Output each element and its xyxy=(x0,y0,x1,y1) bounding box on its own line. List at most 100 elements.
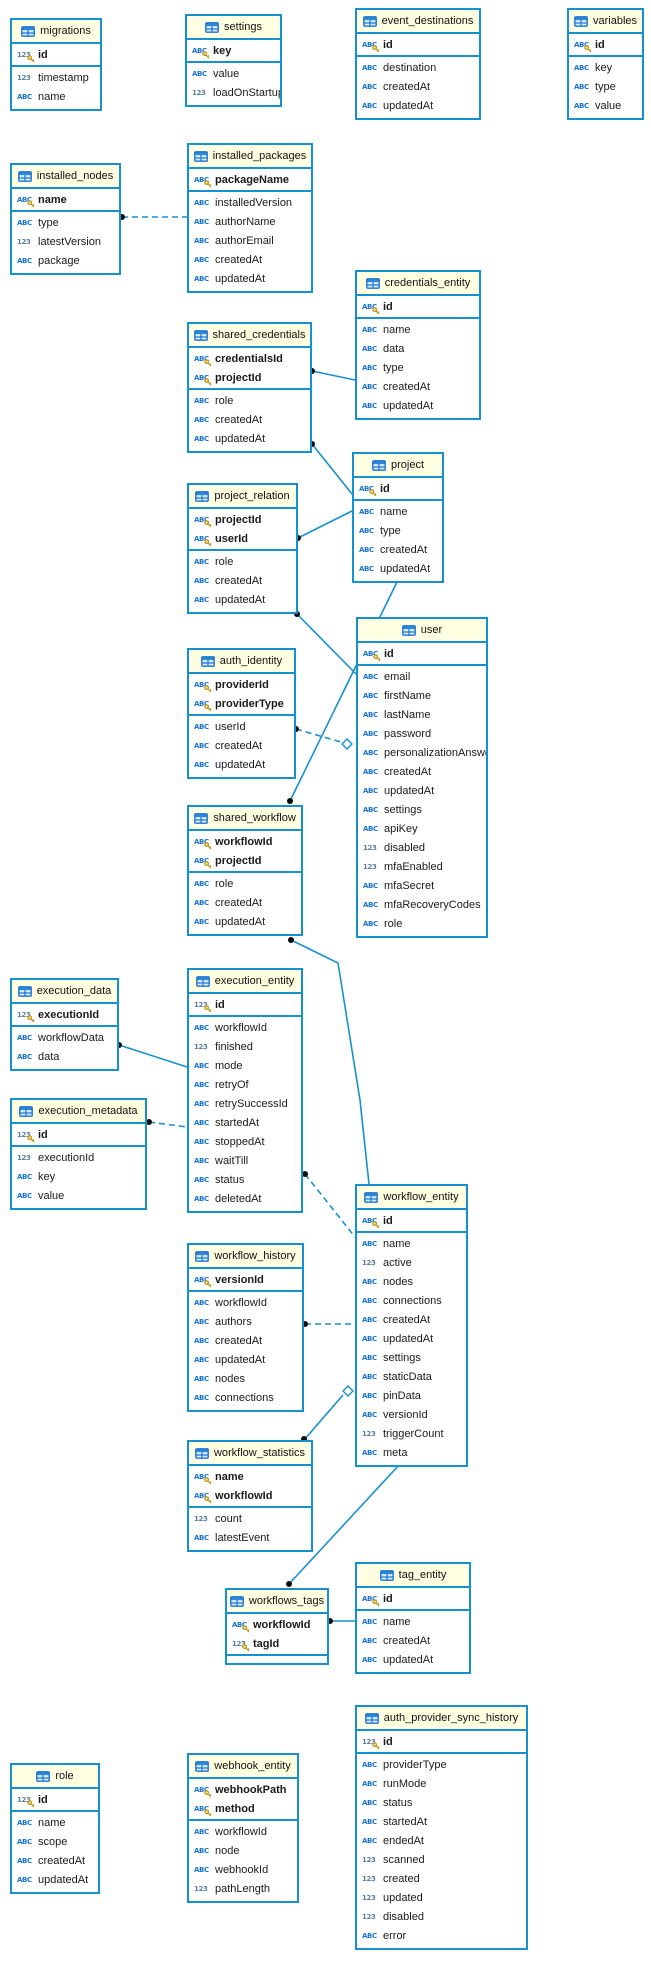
relation-wire-shared_credentials-project[interactable] xyxy=(311,443,353,495)
relation-wire-project_relation-user[interactable] xyxy=(296,613,357,675)
table-header-user[interactable]: user xyxy=(358,619,486,643)
relation-wire-execution_data-execution_entity[interactable] xyxy=(118,1044,188,1068)
relation-wire-shared_workflow-workflow_entity[interactable] xyxy=(290,939,370,1185)
relation-wire-workflow_statistics-workflow_entity[interactable] xyxy=(303,1394,344,1441)
table-header-installed_nodes[interactable]: installed_nodes xyxy=(12,165,119,189)
relation-wire-workflow_entity-workflows_tags[interactable] xyxy=(288,1463,401,1585)
table-header-variables[interactable]: variables xyxy=(569,10,642,34)
relation-wire-shared_credentials-credentials_entity[interactable] xyxy=(311,370,356,381)
table-header-execution_data[interactable]: execution_data xyxy=(12,980,117,1004)
relation-wire-execution_entity-workflow_entity[interactable] xyxy=(304,1173,356,1238)
table-header-migrations[interactable]: migrations xyxy=(12,20,100,44)
relation-wire-project_relation-project[interactable] xyxy=(297,510,353,539)
table-header-role[interactable]: role xyxy=(12,1765,98,1789)
table-header-workflows_tags[interactable]: workflows_tags xyxy=(227,1590,327,1614)
table-header-shared_credentials[interactable]: shared_credentials xyxy=(189,324,310,348)
